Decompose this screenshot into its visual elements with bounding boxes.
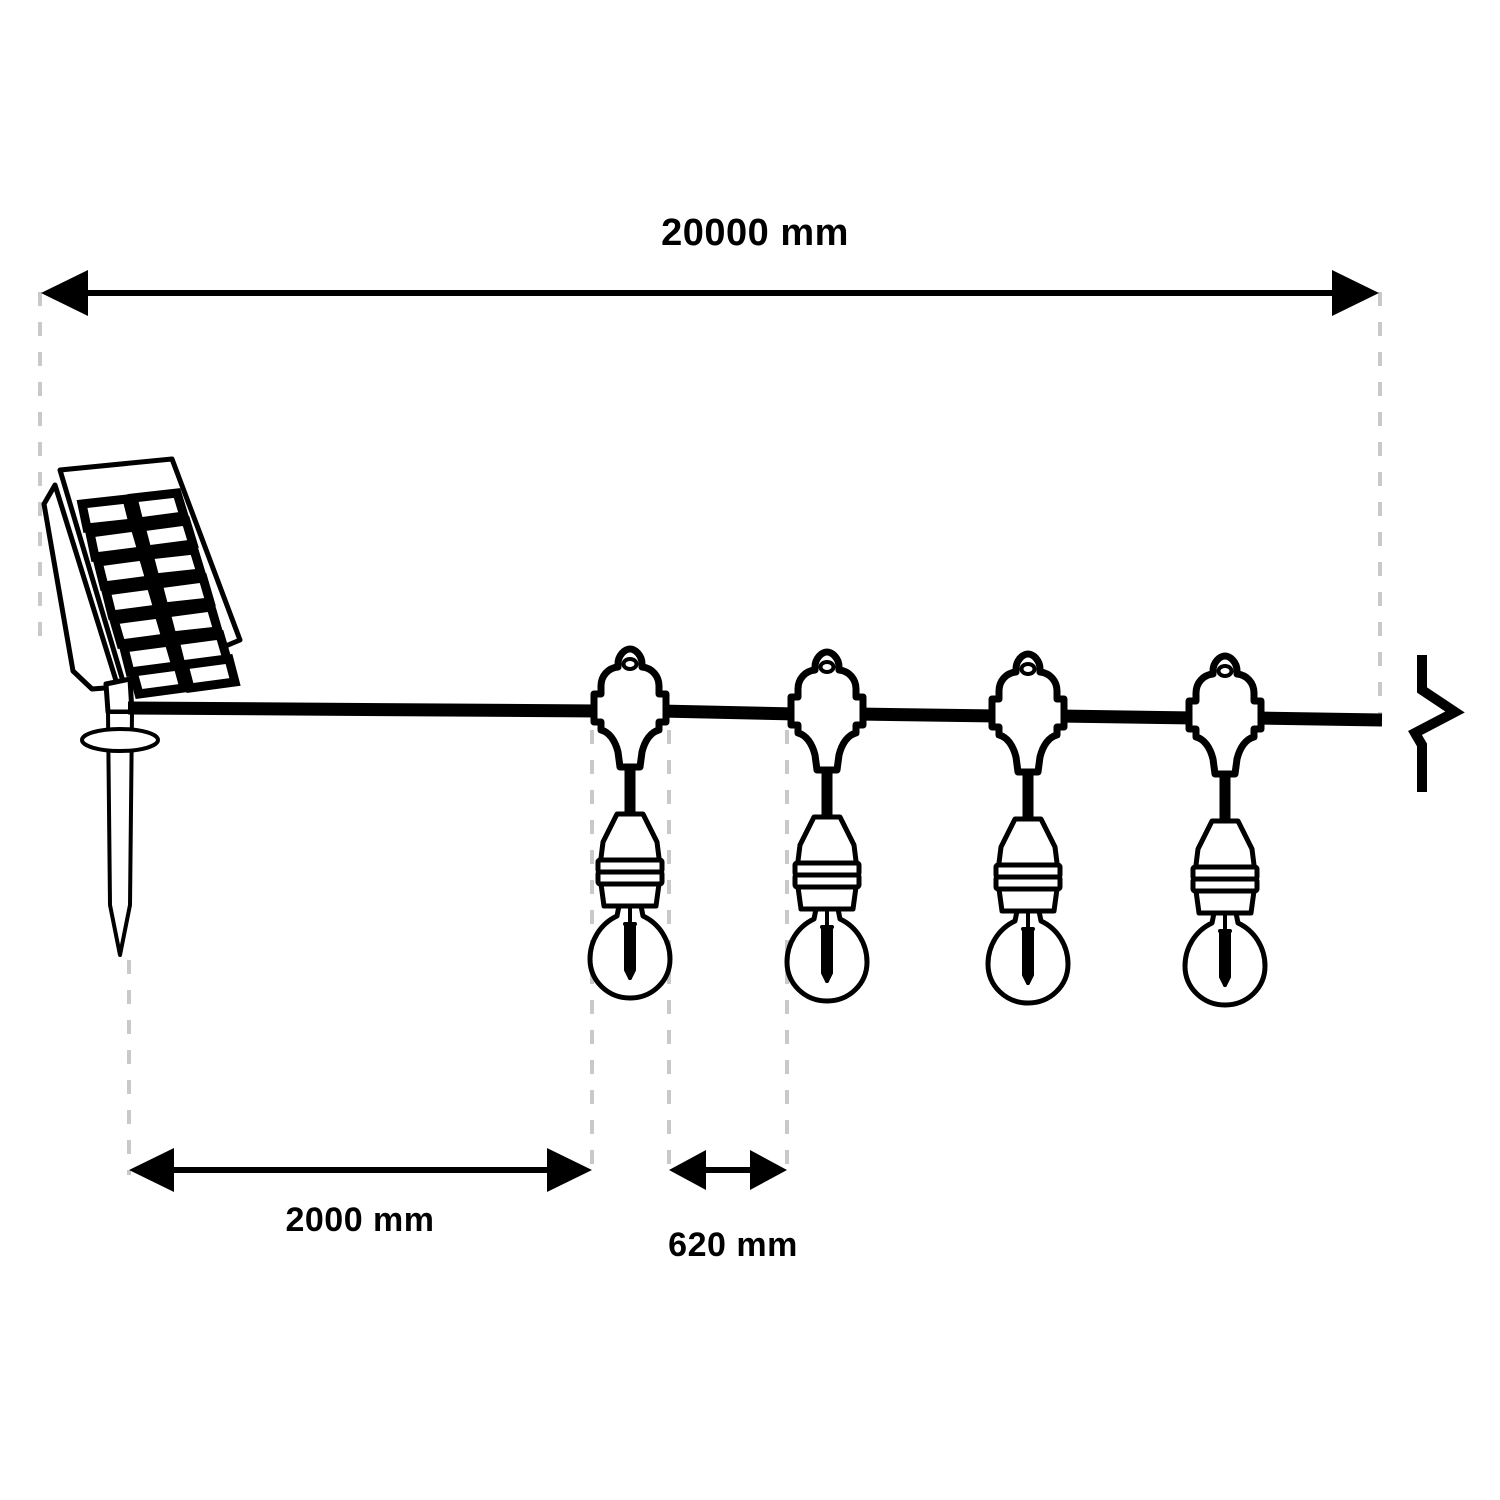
solar-cell-row-7 bbox=[127, 654, 241, 699]
continuation-break-symbol bbox=[1408, 655, 1465, 792]
bulb-assembly-1 bbox=[590, 649, 670, 998]
cable-segment-2-3 bbox=[856, 707, 999, 723]
arrowhead-left-lead bbox=[129, 1148, 174, 1192]
dimension-total-length: 20000 mm bbox=[41, 212, 1379, 316]
arrowhead-right-total bbox=[1332, 270, 1379, 316]
dimension-bulb-spacing: 620 mm bbox=[668, 1150, 798, 1264]
cable-segment-3-4 bbox=[1057, 709, 1196, 725]
bulb-assembly-4 bbox=[1185, 656, 1265, 1005]
arrowhead-left-total bbox=[41, 270, 88, 316]
solar-cell-row-3 bbox=[92, 545, 207, 591]
cable-segment-1-2 bbox=[659, 704, 798, 721]
extension-lines bbox=[38, 292, 1382, 1175]
dimension-label-lead-length: 2000 mm bbox=[285, 1201, 434, 1239]
cable-segment-tail bbox=[1254, 711, 1383, 727]
arrowhead-right-spacing bbox=[750, 1150, 787, 1190]
dimension-lead-length: 2000 mm bbox=[129, 1148, 592, 1239]
ground-stake bbox=[80, 710, 160, 957]
solar-cell-row-2 bbox=[84, 516, 199, 562]
dimension-label-total-length: 20000 mm bbox=[661, 212, 849, 254]
bulb-assembly-2 bbox=[787, 652, 867, 1001]
ground-stake-collar bbox=[80, 727, 160, 753]
solar-cell-row-5 bbox=[108, 602, 224, 649]
bulb-assembly-3 bbox=[988, 654, 1068, 1003]
solar-panel bbox=[41, 456, 243, 715]
arrowhead-left-spacing bbox=[669, 1150, 706, 1190]
solar-cell-grid bbox=[76, 488, 241, 699]
solar-cell-row-4 bbox=[100, 573, 216, 620]
cable-lead-segment bbox=[127, 701, 601, 718]
dimension-label-bulb-spacing: 620 mm bbox=[668, 1226, 798, 1264]
main-cable bbox=[127, 701, 1383, 727]
solar-panel-side-face bbox=[41, 482, 121, 692]
arrowhead-right-lead bbox=[547, 1148, 592, 1192]
